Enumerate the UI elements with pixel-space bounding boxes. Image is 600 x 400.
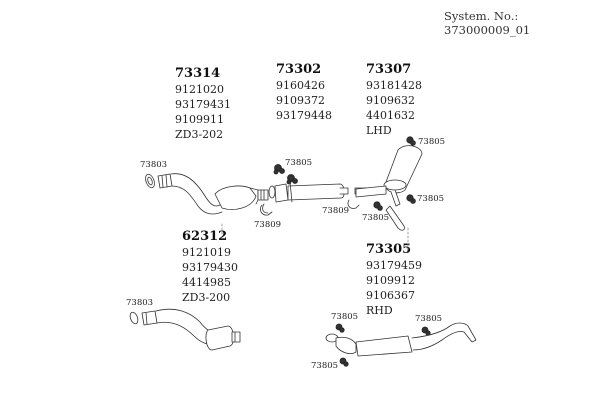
part-note: ZD3-200 — [182, 291, 231, 304]
callout-hanger-rhd-right[interactable]: 73805 — [415, 314, 443, 324]
hanger-icon[interactable] — [286, 174, 298, 185]
part-ref: 93179459 — [366, 259, 422, 272]
hangers — [273, 136, 431, 367]
callout-clamp-mid[interactable]: 73809 — [322, 206, 350, 216]
gasket-ring[interactable] — [144, 173, 156, 189]
part-note: LHD — [366, 124, 392, 137]
hanger-icon[interactable] — [421, 326, 431, 336]
part-code[interactable]: 62312 — [182, 229, 228, 244]
part-code[interactable]: 73305 — [366, 242, 412, 257]
clamp-icon[interactable] — [347, 199, 360, 209]
front-pipe-lower[interactable] — [129, 308, 241, 351]
callout-hanger-rear-left[interactable]: 73805 — [362, 213, 390, 223]
hanger-icon[interactable] — [406, 194, 416, 204]
hanger-icon[interactable] — [273, 164, 285, 175]
part-group-73302: 73302 9160426 9109372 93179448 — [276, 62, 332, 123]
part-ref: 9121020 — [175, 83, 224, 96]
part-group-73314: 73314 9121020 93179431 9109911 ZD3-202 — [175, 66, 231, 142]
part-ref: 9121019 — [182, 246, 231, 259]
part-ref: 9109632 — [366, 94, 415, 107]
part-code[interactable]: 73307 — [366, 62, 412, 77]
callout-hanger-rhd-left-top[interactable]: 73805 — [331, 312, 359, 322]
hanger-icon[interactable] — [373, 201, 383, 211]
clamp-icon[interactable] — [260, 203, 273, 216]
part-ref: 9160426 — [276, 79, 325, 92]
part-ref: 9109372 — [276, 94, 325, 107]
rear-muffler-lhd[interactable] — [355, 145, 423, 231]
hanger-icon[interactable] — [406, 136, 416, 146]
hanger-icon[interactable] — [339, 357, 349, 367]
part-code[interactable]: 73314 — [175, 66, 221, 81]
part-ref: 93179448 — [276, 109, 332, 122]
leader-lines — [221, 223, 409, 253]
part-group-73307: 73307 93181428 9109632 4401632 LHD — [366, 62, 422, 138]
part-ref: 4414985 — [182, 276, 231, 289]
part-ref: 93181428 — [366, 79, 422, 92]
part-note: ZD3-202 — [175, 128, 224, 141]
callout-hanger-rhd-left-bottom[interactable]: 73805 — [311, 361, 339, 371]
part-code[interactable]: 73302 — [276, 62, 322, 77]
part-ref: 4401632 — [366, 109, 415, 122]
callout-clamp-cat[interactable]: 73809 — [254, 220, 282, 230]
gasket-ring[interactable] — [129, 311, 140, 325]
part-group-62312: 62312 9121019 93179430 4414985 ZD3-200 — [182, 229, 238, 305]
part-ref: 93179431 — [175, 98, 231, 111]
callout-gasket-front-upper[interactable]: 73803 — [140, 160, 168, 170]
callout-gasket-front-lower[interactable]: 73803 — [126, 298, 154, 308]
part-ref: 9109912 — [366, 274, 415, 287]
callout-hanger-rear-right[interactable]: 73805 — [417, 194, 445, 204]
front-pipe-upper[interactable] — [144, 173, 269, 215]
part-ref: 9106367 — [366, 289, 415, 302]
part-group-73305: 73305 93179459 9109912 9106367 RHD — [366, 242, 422, 318]
part-ref: 93179430 — [182, 261, 238, 274]
callout-hanger-rear-top[interactable]: 73805 — [418, 137, 446, 147]
hanger-icon[interactable] — [335, 323, 345, 333]
part-ref: 9109911 — [175, 113, 224, 126]
rear-muffler-rhd[interactable] — [325, 322, 477, 357]
system-number-label: System. No.: 373000009_01 — [444, 9, 531, 37]
part-note: RHD — [366, 304, 393, 317]
callout-hanger-mid[interactable]: 73805 — [285, 158, 313, 168]
